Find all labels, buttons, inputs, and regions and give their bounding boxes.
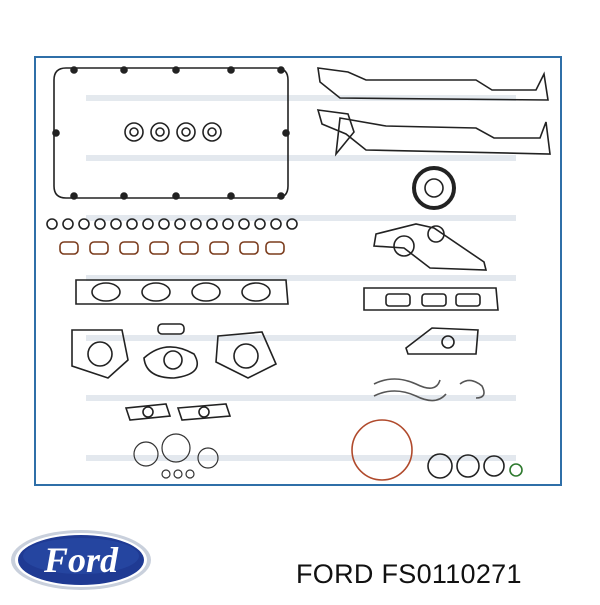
product-image-frame xyxy=(34,56,562,486)
gasket-set-illustration-icon xyxy=(46,66,551,481)
product-caption: FORD FS0110271 xyxy=(296,559,522,589)
ford-logo: Ford xyxy=(6,520,156,600)
ford-oval-logo-icon: Ford xyxy=(11,530,151,590)
ford-logo-text: Ford xyxy=(43,540,119,580)
